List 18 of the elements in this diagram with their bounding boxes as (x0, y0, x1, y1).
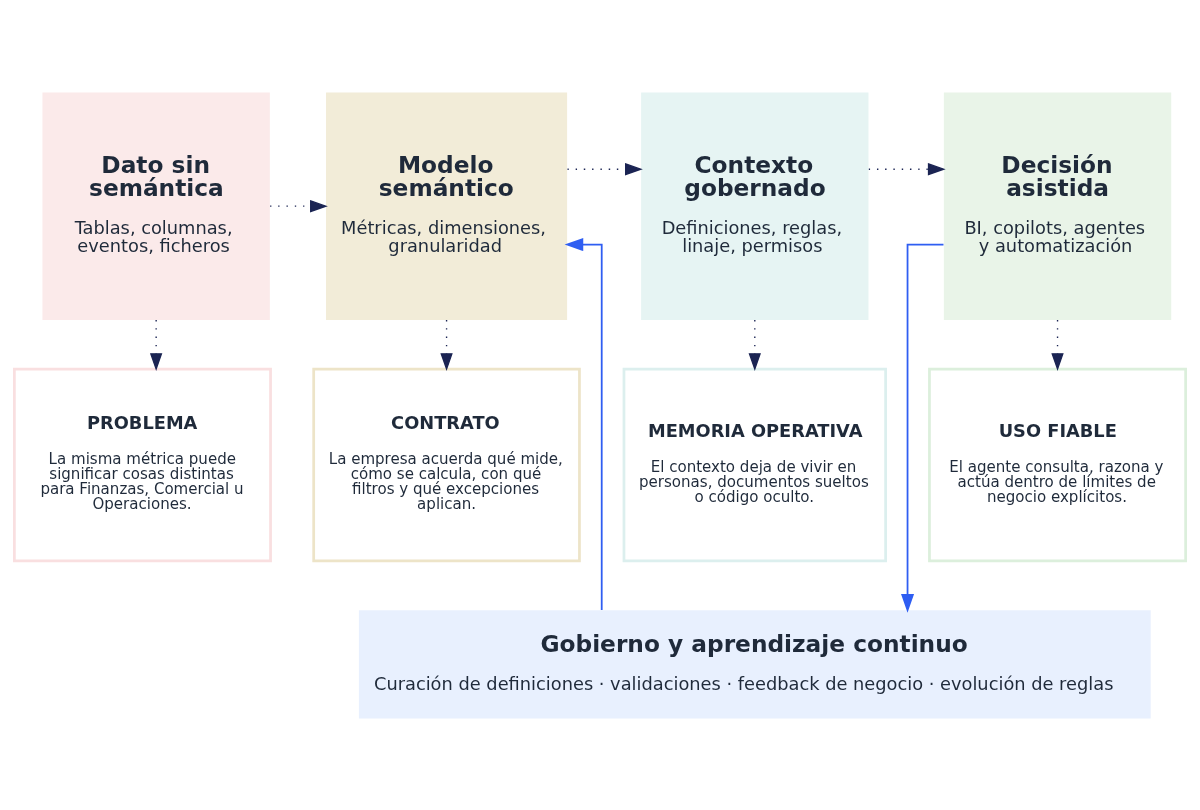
arrow (440, 318, 453, 371)
node-box: Contexto gobernado Definiciones, reglas, linaje, permisos (641, 92, 869, 320)
node-box: USO FIABLE El agente consulta, razona y actúa dentro de límites de negocio explícitos. (928, 367, 1187, 562)
node-box: Gobierno y aprendizaje continuo Curación de definiciones · validaciones · feedback de negocio · evolución de reglas (358, 609, 1151, 718)
node-box: Modelo semántico Métricas, dimensiones, granularidad (326, 92, 568, 320)
arrow (564, 237, 603, 611)
node-box: CONTRATO La empresa acuerda qué mide, cómo se calcula, con qué filtros y qué excepciones aplican. (312, 367, 581, 562)
node-box: Dato sin semántica Tablas, columnas, eventos, ficheros (42, 92, 270, 320)
arrow (566, 162, 643, 175)
arrow (149, 318, 163, 371)
node-box: PROBLEMA La misma métrica puede significar cosas distintas para Finanzas, Comercial u Operaciones. (13, 367, 272, 562)
arrow (868, 162, 946, 175)
node-box: Decisión asistida BI, copilots, agentes y automatización (943, 92, 1172, 320)
node-box: MEMORIA OPERATIVA El contexto deja de vivir en personas, documentos sueltos o código oculto. (622, 367, 887, 562)
arrow (748, 318, 762, 371)
arrow (269, 199, 328, 212)
arrow (901, 243, 945, 613)
arrow (1051, 318, 1064, 371)
